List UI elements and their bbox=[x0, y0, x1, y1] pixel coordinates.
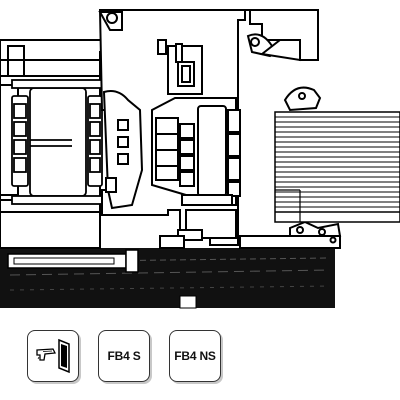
central-mullion-profile bbox=[98, 9, 246, 246]
fb4s-rating-label: FB4 S bbox=[107, 349, 141, 363]
left-sash-chambers bbox=[11, 79, 103, 205]
glazing-panel bbox=[274, 111, 400, 223]
fb4ns-rating-label: FB4 NS bbox=[174, 349, 216, 363]
gun-and-door-icon bbox=[36, 338, 70, 374]
window-profile-section-drawing bbox=[0, 9, 400, 309]
right-frame-profile bbox=[159, 9, 342, 249]
fb4s-rating-badge: FB4 S bbox=[98, 330, 150, 382]
bullet-resistance-badge bbox=[27, 330, 79, 382]
fb4ns-rating-badge: FB4 NS bbox=[169, 330, 221, 382]
floor-substrate bbox=[0, 248, 335, 309]
